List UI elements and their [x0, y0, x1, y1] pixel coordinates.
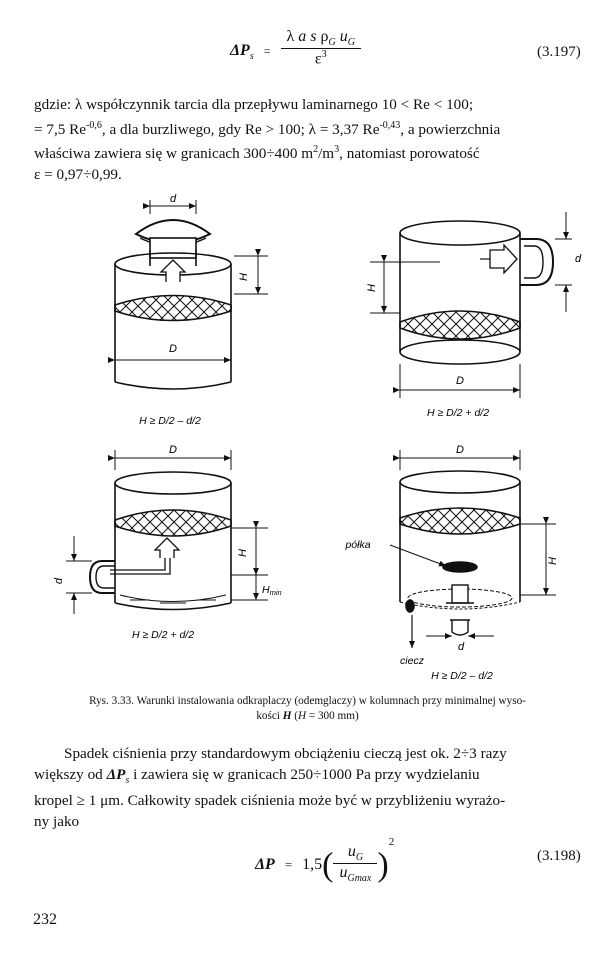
p3-condition: H ≥ D/2 + d/2 [132, 629, 194, 641]
p1-D-label: D [169, 343, 177, 355]
equation-3-198: ΔP = 1,5( uG uGmax )2 [255, 836, 394, 884]
eq2-lhs: ΔP [255, 856, 275, 873]
eq2-den-u: u [339, 863, 348, 881]
p4-D-label: D [456, 444, 464, 456]
p3-Hmin-sub: min [270, 588, 282, 597]
eq1-a: a [298, 28, 307, 45]
p1-H-label: H [238, 273, 250, 281]
p3-Hmin-H: H [262, 584, 270, 596]
panel-top-left [108, 200, 268, 390]
para2-l2-dp: ΔP [106, 765, 126, 783]
p4-H-label: H [547, 557, 559, 565]
eq1-u: u [339, 28, 348, 45]
panel-bottom-right [389, 450, 556, 648]
eq2-sup: 2 [388, 836, 395, 848]
para2-l2-a: większy od [34, 765, 107, 783]
p4-d-label: d [458, 641, 465, 653]
figure-caption: Rys. 3.33. Warunki instalowania odkrapla… [45, 694, 570, 724]
caption-l2-c: = 300 mm) [306, 710, 359, 722]
eq1-lhs-sub: s [249, 51, 254, 63]
para1-l2-end: , a powierzchnia [400, 120, 501, 138]
equation-3-197: ΔPs = λ a s ρG uG ε3 [230, 28, 361, 69]
eq1-fraction: λ a s ρG uG ε3 [280, 28, 361, 69]
para1-l2-sup2: -0,43 [379, 119, 401, 131]
para1-line-2: = 7,5 Re-0,6, a dla burzliwego, gdy Re >… [34, 116, 582, 141]
para1-l2-mid: , a dla burzliwego, gdy Re > 100; λ = 3,… [101, 120, 380, 138]
eq1-rho: ρ [320, 28, 329, 45]
caption-l2-a: kości [256, 710, 283, 722]
p4-condition: H ≥ D/2 – d/2 [431, 670, 493, 682]
p1-condition: H ≥ D/2 – d/2 [139, 415, 201, 427]
eq1-lhs: ΔP [230, 41, 250, 59]
eq2-fraction: uG uGmax [333, 843, 378, 885]
eq1-s: s [310, 28, 317, 45]
eq2-num-sub: G [355, 851, 364, 863]
para1-l2-a: = 7,5 Re [34, 120, 87, 138]
eq2-numerator: uG [333, 843, 377, 863]
eq1-number: (3.197) [537, 44, 581, 60]
caption-l2-b: ( [291, 710, 298, 722]
p3-D-label: D [169, 444, 177, 456]
caption-l2-H: H [282, 710, 292, 722]
paragraph-1: gdzie: λ współczynnik tarcia dla przepły… [34, 95, 582, 185]
eq1-denominator: ε3 [280, 48, 361, 68]
para1-l3-sup1: 2 [313, 144, 319, 156]
para1-line-3: właściwa zawiera się w granicach 300÷400… [34, 140, 582, 165]
eq1-u-sub: G [347, 37, 355, 49]
para1-l3-a: właściwa zawiera się w granicach 300÷400… [34, 145, 314, 163]
p3-H-label: H [237, 549, 249, 557]
eq1-numerator: λ a s ρG uG [281, 28, 361, 48]
eq2-equals: = [284, 857, 293, 872]
para2-line-3: kropel ≥ 1 μm. Całkowity spadek ciśnieni… [34, 792, 506, 810]
figure-3-33: d H D H ≥ D/2 – d/2 d H D H ≥ D/2 + d/2 [53, 193, 582, 682]
eq1-lambda: λ [286, 28, 295, 45]
para1-l2-sup1: -0,6 [86, 119, 102, 131]
eq1-epsilon: ε [314, 50, 322, 68]
para2-l2-b: i zawiera się w granicach 250÷1000 Pa pr… [129, 765, 480, 783]
panel-top-right [370, 212, 572, 398]
eq2-number: (3.198) [537, 848, 581, 864]
p2-d-label: d [575, 253, 582, 265]
para1-l3-sup2: 3 [334, 144, 340, 156]
page-number: 232 [33, 911, 57, 928]
p3-Hmin-label: Hmin [262, 584, 282, 597]
para2-line-1: Spadek ciśnienia przy standardowym obcią… [64, 745, 507, 762]
eq2-denominator: uGmax [333, 862, 378, 885]
p1-d-label: d [170, 193, 177, 205]
para1-line-4: ε = 0,97÷0,99. [34, 165, 122, 183]
eq2-den-sub: Gmax [347, 873, 372, 885]
panel-bottom-left [66, 450, 268, 614]
para2-line-4: ny jako [34, 812, 80, 830]
p4-ciecz-label: ciecz [400, 655, 425, 667]
eq2-paren-right: ) [377, 846, 389, 884]
p3-d-label: d [53, 577, 65, 584]
eq2-coef: 1,5 [302, 856, 323, 873]
eq2-paren-left: ( [322, 846, 334, 884]
caption-line-1: Rys. 3.33. Warunki instalowania odkrapla… [89, 695, 526, 707]
para1-l3-mid: /m [318, 145, 335, 163]
p2-condition: H ≥ D/2 + d/2 [427, 407, 489, 419]
para1-line-1: gdzie: λ współczynnik tarcia dla przepły… [34, 96, 474, 113]
eq2-num-u: u [347, 842, 356, 860]
p2-H-label: H [366, 284, 378, 292]
eq1-rho-sub: G [328, 37, 336, 49]
paragraph-2: Spadek ciśnienia przy standardowym obcią… [34, 744, 582, 832]
para2-line-2: większy od ΔPs i zawiera się w granicach… [34, 765, 582, 792]
eq1-epsilon-sup: 3 [321, 49, 327, 61]
para2-l2-sub: s [125, 774, 130, 786]
p2-D-label: D [456, 375, 464, 387]
caption-l2-H2: H [297, 710, 307, 722]
para1-l3-end: , natomiast porowatość [339, 145, 480, 163]
eq1-equals: = [263, 43, 271, 58]
p4-polka-label: półka [344, 539, 370, 551]
caption-line-2: kości H (H = 300 mm) [45, 709, 570, 724]
